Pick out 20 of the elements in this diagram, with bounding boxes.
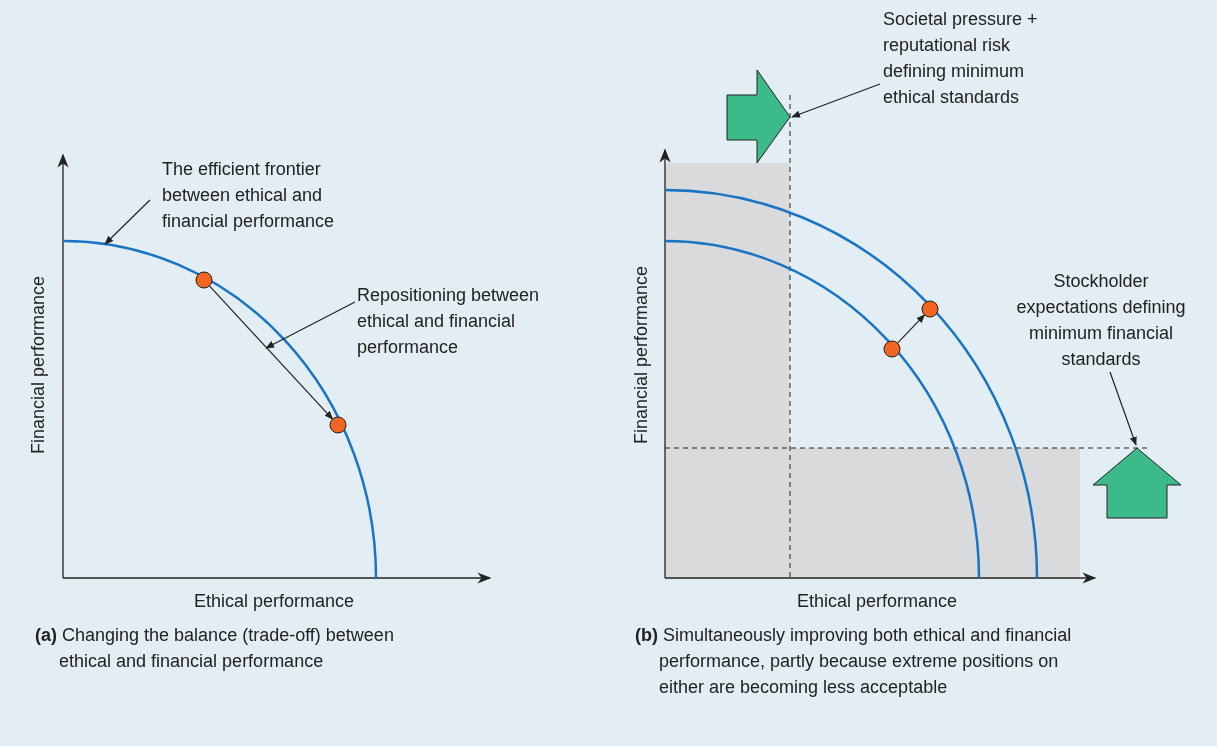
leader-line: [104, 199, 151, 245]
annotation-text: Societal pressure + reputational risk defining minimum ethical standards: [883, 6, 1051, 110]
annotation-text: Stockholder expectations defining minimum financial standards: [1010, 268, 1192, 372]
axis-label: Ethical performance: [193, 590, 355, 613]
axis-label: Financial performance: [630, 265, 652, 445]
position-dot: [195, 271, 213, 289]
caption: (a) Changing the balance (trade-off) between ethical and financial performance: [35, 624, 395, 673]
leader-line: [1109, 371, 1137, 446]
annotation-text: Repositioning between ethical and financial performance: [357, 282, 579, 360]
axis-label: Financial performance: [27, 275, 49, 455]
arrow: [208, 285, 334, 420]
leader-line: [791, 83, 881, 118]
position-dot: [883, 340, 901, 358]
annotation-text: The efficient frontier between ethical and financial performance: [162, 156, 382, 234]
position-dot: [329, 416, 347, 434]
arrow: [896, 314, 926, 344]
axis-label: Ethical performance: [796, 590, 958, 613]
position-dot: [921, 300, 939, 318]
leader-line: [265, 301, 356, 349]
caption: (b) Simultaneously improving both ethical and financial performance, partly because extreme positions on either are becoming less acceptable: [635, 624, 1073, 699]
